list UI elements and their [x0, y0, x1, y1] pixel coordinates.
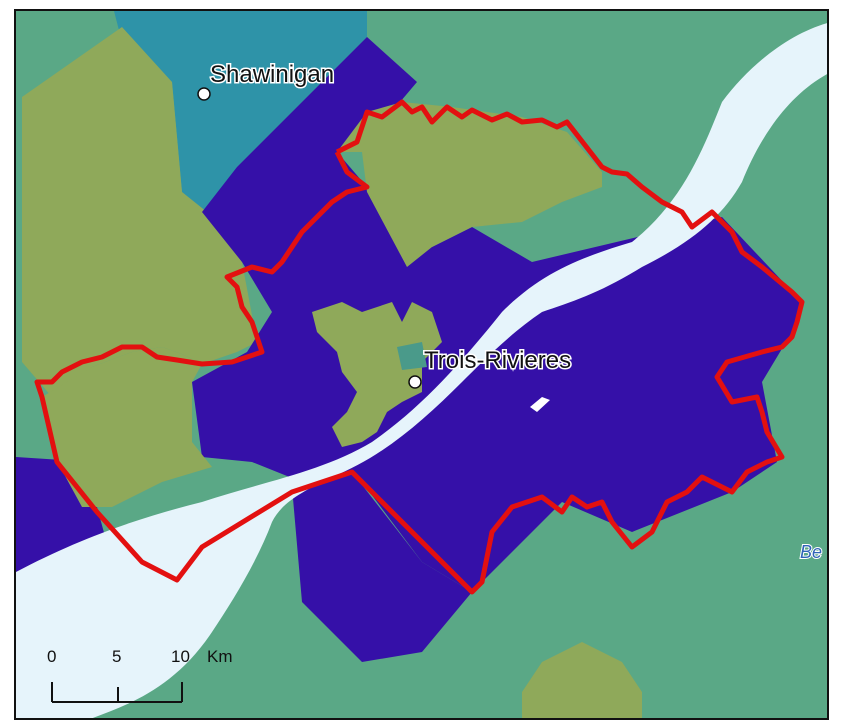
region-olive-northwest	[22, 27, 257, 397]
boundary-outline	[34, 99, 805, 595]
scale-tick-label-10: 10	[171, 647, 190, 666]
city-marker-trois-rivieres[interactable]	[408, 375, 422, 389]
city-label-shawinigan: Shawinigan	[210, 61, 334, 88]
region-olive-central	[312, 302, 442, 447]
map-frame[interactable]: Shawinigan Trois-Rivieres Be 0 5 10 Km	[14, 9, 829, 720]
scale-tick-label-5: 5	[112, 647, 121, 666]
scale-tick-label-0: 0	[47, 647, 56, 666]
region-dark-south	[292, 472, 472, 662]
scale-unit-label: Km	[207, 647, 233, 666]
region-olive-southwest	[42, 347, 212, 507]
region-olive-northeast	[337, 102, 602, 267]
city-label-trois-rivieres: Trois-Rivieres	[424, 347, 571, 374]
map-canvas[interactable]: Shawinigan Trois-Rivieres Be 0 5 10 Km	[16, 11, 829, 720]
scale-bar: 0 5 10 Km	[47, 647, 233, 703]
region-teal	[114, 11, 367, 217]
edge-label: Be	[800, 542, 822, 562]
region-teal-central	[397, 342, 427, 370]
region-olive-southeast	[522, 642, 642, 718]
city-marker-shawinigan[interactable]	[197, 87, 211, 101]
region-dark-main	[192, 37, 802, 592]
river-water	[16, 23, 827, 718]
island	[530, 397, 550, 412]
